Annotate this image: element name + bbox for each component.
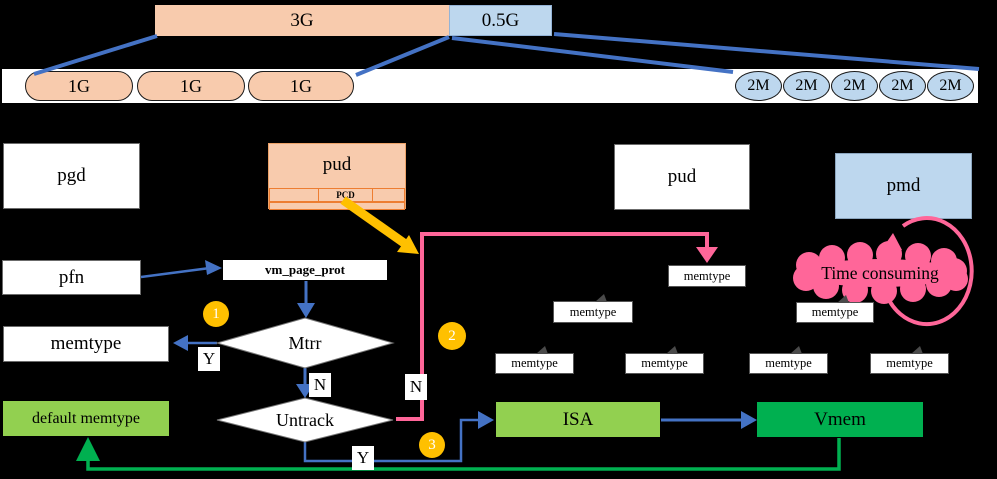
pgd-box: pgd (3, 143, 140, 209)
memtype-tag: memtype (668, 265, 746, 287)
page-1g: 1G (248, 71, 354, 101)
page-2m: 2M (735, 71, 782, 101)
page-1g: 1G (137, 71, 245, 101)
pud-entry-cell (270, 189, 319, 201)
memtype-tag: memtype (796, 295, 874, 323)
pud-right-box: pud (614, 144, 750, 210)
memtype-tag: memtype (553, 294, 633, 323)
pmd-box: pmd (835, 153, 972, 219)
page-2m: 2M (879, 71, 926, 101)
pud-left-box: pud PCD (268, 143, 406, 210)
green-path (76, 437, 841, 471)
step-2-badge: 2 (438, 322, 466, 350)
mtrr-label: Mtrr (288, 332, 322, 353)
untrack-label: Untrack (276, 409, 334, 430)
pud-entry-row-2 (269, 202, 405, 210)
memtype-tag: memtype (870, 346, 949, 374)
pud-entry-row: PCD (269, 188, 405, 202)
memtype-tag-label: memtype (765, 356, 812, 370)
page-2m: 2M (927, 71, 974, 101)
memtype-tag: memtype (495, 346, 574, 374)
callout-tail (594, 294, 607, 302)
untrack-yes-label: Y (352, 446, 374, 470)
callout-tail (836, 295, 849, 303)
memtype-tag-label: memtype (811, 305, 859, 319)
callout-tail (911, 346, 924, 354)
vm-page-prot-box: vm_page_prot (222, 259, 388, 281)
untrack-no-label: N (405, 374, 427, 400)
memtype-tag-label: memtype (641, 356, 688, 370)
isa-box: ISA (496, 402, 660, 437)
page-1g: 1G (25, 71, 133, 101)
pink-paths (396, 216, 974, 421)
region-05g-bar: 0.5G (449, 5, 552, 36)
step-3-badge: 3 (419, 432, 445, 458)
pfn-box: pfn (2, 260, 141, 295)
memtype-tag-label: memtype (886, 356, 933, 370)
memtype-tag-label: memtype (569, 304, 617, 319)
page-2m: 2M (831, 71, 878, 101)
mtrr-no-label: N (309, 373, 331, 397)
pcd-bit-cell: PCD (319, 189, 373, 201)
memtype-tag: memtype (625, 346, 704, 374)
default-memtype-box: default memtype (3, 401, 169, 436)
memtype-tag: memtype (749, 346, 828, 374)
region-3g-bar: 3G (155, 5, 449, 36)
pud-entry-cell (373, 189, 404, 201)
memtype-tag-label: memtype (511, 356, 558, 370)
page-2m: 2M (783, 71, 830, 101)
vmem-box: Vmem (757, 402, 923, 437)
time-consuming-label: Time consuming (821, 262, 939, 283)
pud-left-label: pud (322, 154, 352, 175)
callout-tail (666, 346, 679, 354)
callout-tail (536, 346, 549, 354)
step-1-badge: 1 (203, 301, 229, 327)
callout-tail (790, 346, 803, 354)
memtype-result-box: memtype (3, 326, 169, 362)
mtrr-yes-label: Y (198, 347, 220, 371)
